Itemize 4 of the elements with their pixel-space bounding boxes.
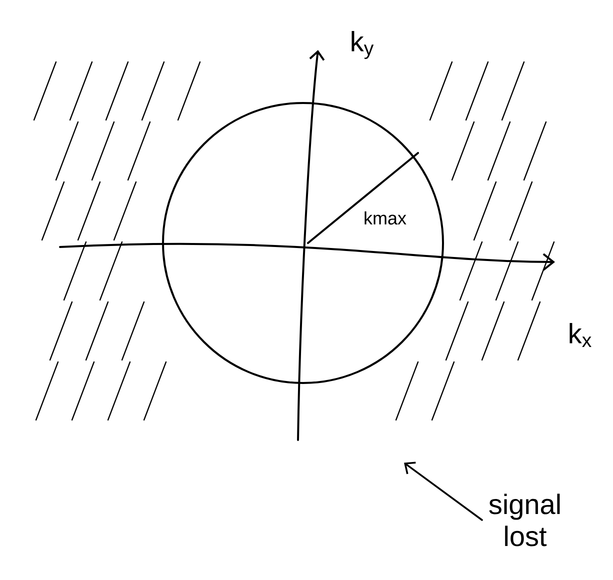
- hatching-drawing: [33, 61, 555, 421]
- leader-line: [404, 462, 483, 521]
- annotation-text: signal lost: [489, 494, 560, 546]
- axis-label: kmax: [364, 211, 406, 225]
